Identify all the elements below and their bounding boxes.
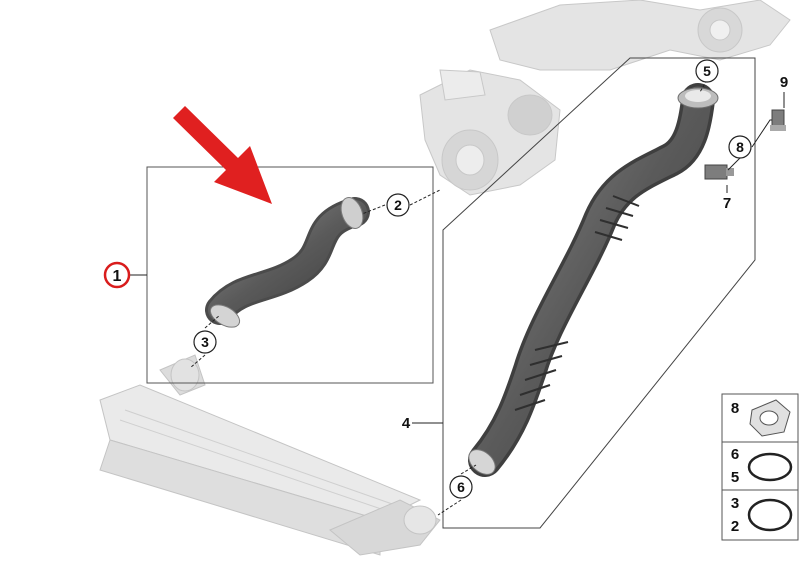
legend-row2-top: 6 [731,446,739,463]
callout-7-label: 7 [723,195,731,212]
red-pointer-arrow-icon [173,106,272,204]
legend-row3-top: 3 [731,495,739,512]
hose-clamp-icon [209,304,241,328]
legend-row1-top: 8 [731,400,739,417]
callout-3[interactable]: 3 [193,330,217,354]
hose-group-outline [442,57,756,529]
legend-row3-bottom: 2 [731,518,739,535]
callout-8[interactable]: 8 [728,135,752,159]
callout-2-label: 2 [394,197,402,213]
legend-row-gasket[interactable]: 8 [731,399,791,437]
callout-4-label: 4 [402,415,411,432]
callout-9[interactable]: 9 [780,74,788,91]
sensor-icon [770,109,786,131]
small-parts-legend: 8 6 5 3 2 [721,393,799,541]
callout-1-label: 1 [113,268,122,285]
hose-clamp-icon [340,197,364,229]
callout-4[interactable]: 4 [402,415,411,432]
callout-7[interactable]: 7 [723,195,731,212]
legend-row-oring-6-5[interactable]: 6 5 [731,446,793,486]
intercooler-ghost [99,354,441,556]
o-ring-icon [747,452,793,482]
legend-row2-bottom: 5 [731,469,739,486]
charge-air-hose-small [205,197,370,328]
callout-1[interactable]: 1 [103,261,131,289]
leader-lines [130,79,785,516]
hose-clamp-icon [468,449,496,475]
charge-air-hose-large [468,83,719,477]
callout-8-label: 8 [736,139,744,155]
sensor-icon [704,164,734,180]
callout-2[interactable]: 2 [386,193,410,217]
callout-6[interactable]: 6 [449,475,473,499]
callout-5[interactable]: 5 [695,59,719,83]
callout-5-label: 5 [703,63,711,79]
legend-row-oring-3-2[interactable]: 3 2 [731,495,793,535]
turbocharger-ghost [419,0,791,196]
callout-3-label: 3 [201,334,209,350]
callout-9-label: 9 [780,74,788,91]
callout-6-label: 6 [457,479,465,495]
o-ring-icon [747,498,793,532]
